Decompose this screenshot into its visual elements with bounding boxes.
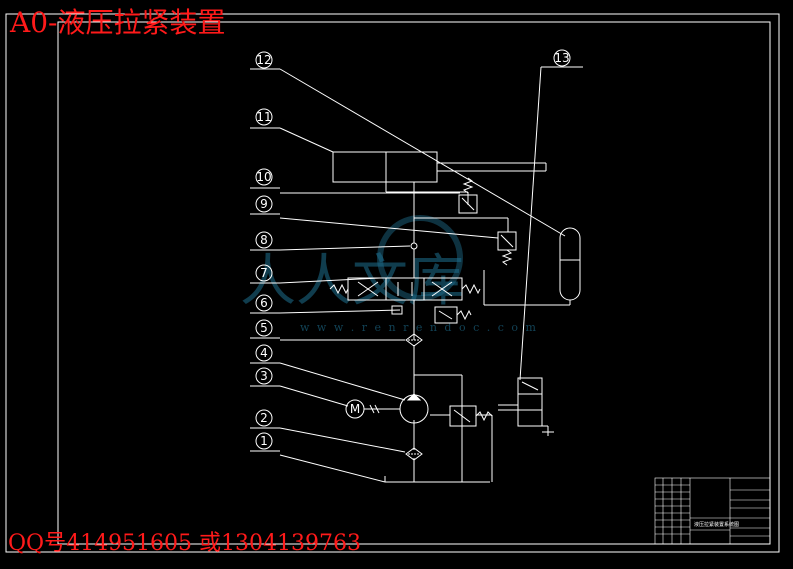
title-block-drawing-name: 液压拉紧装置系统图 [694,521,739,528]
callout-3: 3 [250,367,349,407]
callout-7: 7 [250,264,381,284]
callout-9: 9 [250,195,499,239]
svg-text:1: 1 [260,434,268,448]
svg-text:5: 5 [260,321,268,335]
check-valve [391,305,403,315]
callout-8: 8 [250,231,411,251]
watermark: 人人文库 w w w . r e n r e n d o c . c o m [240,215,538,334]
outer-border [5,13,780,553]
svg-text:4: 4 [260,346,268,360]
callout-6: 6 [250,294,401,314]
callouts: 12 11 10 9 8 7 [250,49,583,483]
svg-text:6: 6 [260,296,268,310]
svg-text:12: 12 [256,53,271,67]
accumulator [559,227,581,301]
inner-border [57,21,771,545]
document-title: A0-液压拉紧装置 [10,6,226,39]
pump-relief-valve [449,405,493,427]
pressure-relay-10 [458,177,478,214]
filter-2 [405,447,423,461]
pressure-relay-9 [497,231,517,266]
svg-text:3: 3 [260,369,268,383]
callout-13: 13 [519,49,583,381]
callout-2: 2 [250,409,406,453]
callout-5: 5 [250,319,405,341]
contact-info: QQ号414951605 或1304139763 [8,531,362,556]
pressure-lines [385,182,571,483]
callout-11: 11 [250,108,334,153]
title-block: 液压拉紧装置系统图 [654,477,771,545]
svg-text:13: 13 [554,51,569,65]
filter-5 [405,333,423,347]
hydraulic-cylinder [332,151,547,193]
relief-valve [434,306,472,324]
watermark-url: w w w . r e n r e n d o c . c o m [300,321,538,334]
callout-12: 12 [250,51,566,237]
svg-text:9: 9 [260,197,268,211]
pump [399,393,429,424]
callout-4: 4 [250,344,406,401]
watermark-glyphs: 人人文库 [240,249,464,314]
svg-text:8: 8 [260,233,268,247]
callout-10: 10 [250,168,460,194]
directional-valve [329,277,481,301]
svg-text:2: 2 [260,411,268,425]
motor-label: M [350,402,360,416]
junction-node [410,242,418,250]
svg-text:11: 11 [256,110,271,124]
callout-1: 1 [250,432,386,483]
svg-text:10: 10 [256,170,271,184]
solenoid-valve [498,377,554,436]
electric-motor: M [345,399,400,419]
svg-text:7: 7 [260,266,268,280]
